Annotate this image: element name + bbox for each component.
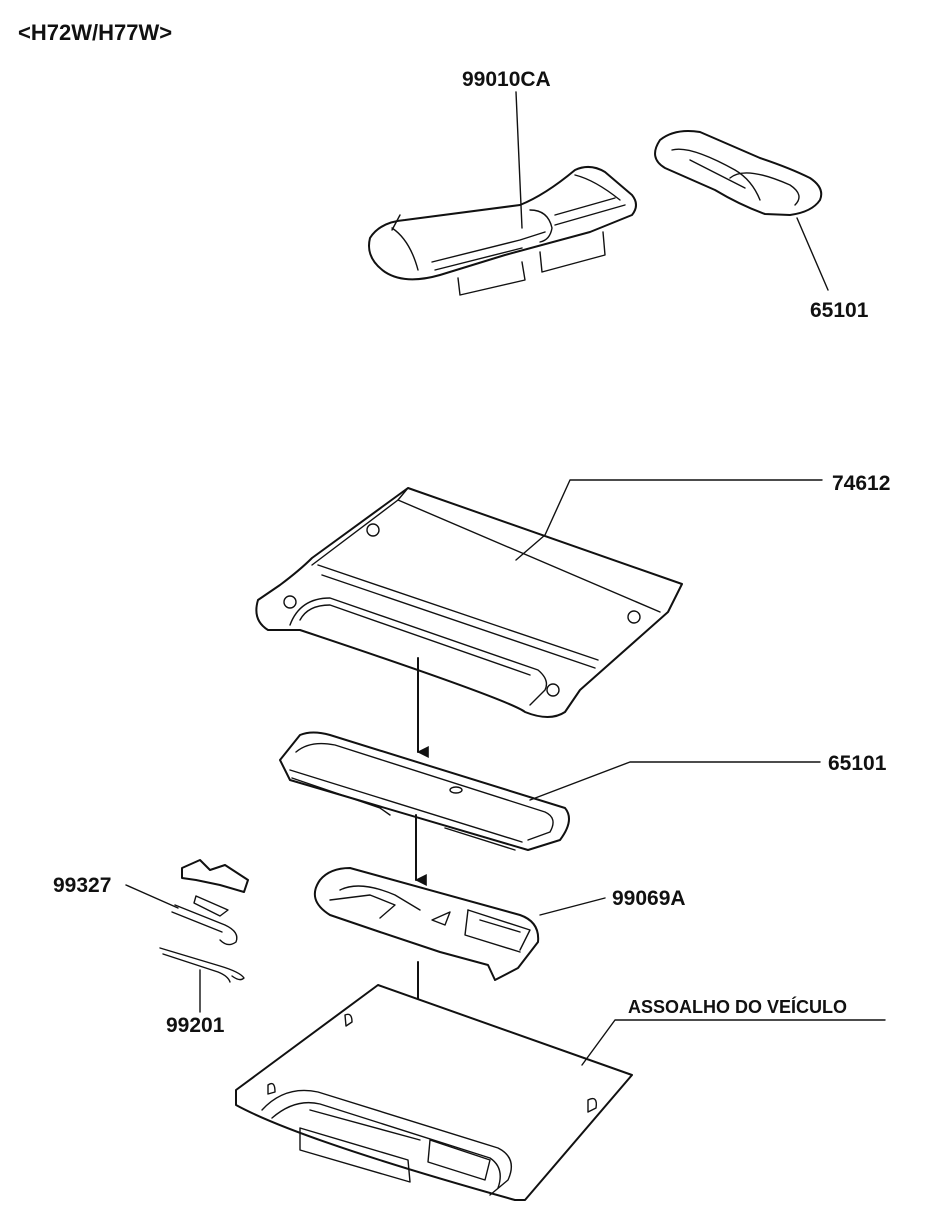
leader-vehicle-floor [581,1019,886,1066]
vehicle-floor-part [235,984,633,1201]
diagram-title: <H72W/H77W> [18,20,172,45]
leader-cover-top [796,217,829,291]
support-part [313,867,540,981]
hook-part [159,947,245,983]
label-tray: 65101 [828,752,887,775]
leader-floor-panel [515,479,823,561]
label-cover-top: 65101 [810,299,869,322]
rod-part [171,859,249,946]
cover-top-part [654,130,823,216]
seat-cover-part [368,166,637,296]
label-floor-panel: 74612 [832,472,890,495]
leader-support [539,897,606,916]
floor-panel-part [255,487,683,718]
leader-rod [125,884,179,909]
label-support: 99069A [612,887,686,910]
label-rod: 99327 [53,874,111,897]
label-hook: 99201 [166,1014,225,1037]
leader-seat-cover [515,91,523,229]
label-seat-cover: 99010CA [462,68,551,91]
tray-part [279,731,570,851]
leader-tray [529,761,821,801]
label-vehicle-floor: ASSOALHO DO VEÍCULO [628,996,847,1017]
